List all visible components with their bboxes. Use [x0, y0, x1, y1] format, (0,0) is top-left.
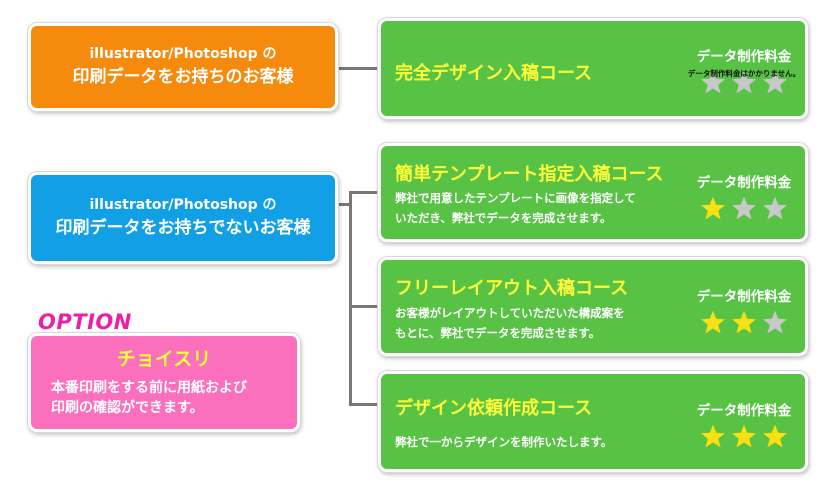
course-box-design-request: デザイン依頼作成コース 弊社で一からデザインを制作いたします。 データ制作料金: [378, 371, 808, 472]
star-empty-icon: [763, 196, 787, 220]
option-box: チョイスリ 本番印刷をする前に用紙および 印刷の確認ができます。: [28, 333, 300, 432]
course-desc-line1: お客様がレイアウトしていただいた構成案を: [395, 306, 625, 320]
customer-with-data-box: illustrator/Photoshop の 印刷データをお持ちのお客様: [28, 23, 338, 111]
connector-line: [338, 203, 352, 206]
fee-block: データ制作料金: [683, 171, 805, 221]
fee-block: データ制作料金: [683, 285, 805, 335]
rating-stars: [683, 309, 805, 335]
customer-without-data-box: illustrator/Photoshop の 印刷データをお持ちでないお客様: [28, 172, 338, 264]
rating-stars: [683, 69, 805, 95]
customer-without-data-line1: illustrator/Photoshop の: [89, 197, 277, 213]
connector-line: [349, 191, 352, 406]
course-desc-line2: いただき、弊社でデータを完成させます。: [395, 211, 612, 225]
course-title: 簡単テンプレート指定入稿コース: [395, 164, 664, 185]
star-empty-icon: [763, 310, 787, 334]
course-title: デザイン依頼作成コース: [395, 398, 593, 419]
connector-line: [349, 191, 381, 194]
fee-label: データ制作料金: [696, 403, 792, 419]
star-filled-icon: [701, 196, 725, 220]
option-label: OPTION: [38, 310, 132, 334]
connector-line: [337, 67, 381, 70]
fee-label: データ制作料金: [696, 175, 792, 191]
star-filled-icon: [732, 424, 756, 448]
option-desc-line1: 本番印刷をする前に用紙および: [51, 380, 247, 396]
star-filled-icon: [763, 424, 787, 448]
star-empty-icon: [732, 70, 756, 94]
customer-with-data-line2: 印刷データをお持ちのお客様: [72, 67, 294, 87]
connector-line: [349, 403, 381, 406]
star-filled-icon: [732, 310, 756, 334]
connector-line: [349, 305, 381, 308]
rating-stars: [683, 195, 805, 221]
option-title: チョイスリ: [116, 348, 212, 370]
customer-with-data-line1: illustrator/Photoshop の: [89, 46, 277, 62]
course-box-complete-design: 完全デザイン入稿コース データ制作料金 データ制作料金はかかりません。: [378, 18, 808, 119]
course-title: 完全デザイン入稿コース: [395, 63, 593, 84]
fee-label: データ制作料金: [696, 289, 792, 305]
star-empty-icon: [701, 70, 725, 94]
fee-block: データ制作料金: [683, 399, 805, 449]
star-filled-icon: [701, 310, 725, 334]
customer-without-data-line2: 印刷データをお持ちでないお客様: [55, 218, 311, 238]
course-desc-line2: もとに、弊社でデータを完成させます。: [395, 326, 601, 340]
star-filled-icon: [701, 424, 725, 448]
course-desc-line1: 弊社で用意したテンプレートに画像を指定して: [395, 191, 636, 205]
course-desc-line1: 弊社で一からデザインを制作いたします。: [395, 435, 613, 449]
option-desc-line2: 印刷の確認ができます。: [51, 400, 204, 416]
star-empty-icon: [732, 196, 756, 220]
course-box-free-layout: フリーレイアウト入稿コース お客様がレイアウトしていただいた構成案を もとに、弊…: [378, 257, 808, 356]
course-box-template: 簡単テンプレート指定入稿コース 弊社で用意したテンプレートに画像を指定して いた…: [378, 143, 808, 242]
fee-note: データ制作料金はかかりません。: [687, 69, 801, 78]
star-empty-icon: [763, 70, 787, 94]
course-title: フリーレイアウト入稿コース: [395, 278, 629, 299]
fee-block: データ制作料金 データ制作料金はかかりません。: [683, 45, 805, 95]
fee-label: データ制作料金: [696, 49, 792, 65]
rating-stars: [683, 423, 805, 449]
